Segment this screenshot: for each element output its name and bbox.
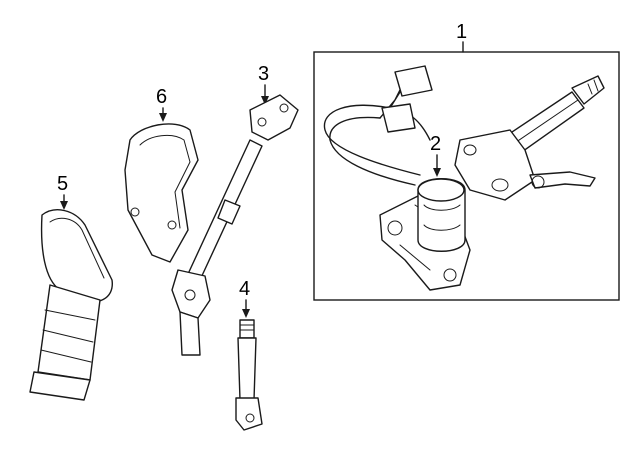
column-boot	[29, 209, 113, 401]
callout-5-label: 5	[57, 173, 68, 195]
callout-5-arrowhead	[60, 201, 68, 210]
callout-2-arrowhead	[433, 168, 441, 177]
callout-6-arrowhead	[159, 113, 167, 122]
callout-3-label: 3	[258, 63, 269, 85]
callout-6-label: 6	[156, 86, 167, 108]
callout-1-label: 1	[456, 21, 467, 43]
callout-4-arrowhead	[242, 309, 250, 318]
steering-column-assembly	[323, 65, 605, 291]
callout-2-label: 2	[430, 133, 441, 155]
callout-3-arrowhead	[261, 96, 269, 105]
intermediate-shaft	[171, 94, 299, 356]
callout-4-label: 4	[239, 278, 250, 300]
assembly-frame	[313, 51, 620, 301]
column-motor-module	[417, 178, 466, 252]
column-cover	[124, 123, 199, 263]
lower-shaft	[235, 319, 263, 431]
